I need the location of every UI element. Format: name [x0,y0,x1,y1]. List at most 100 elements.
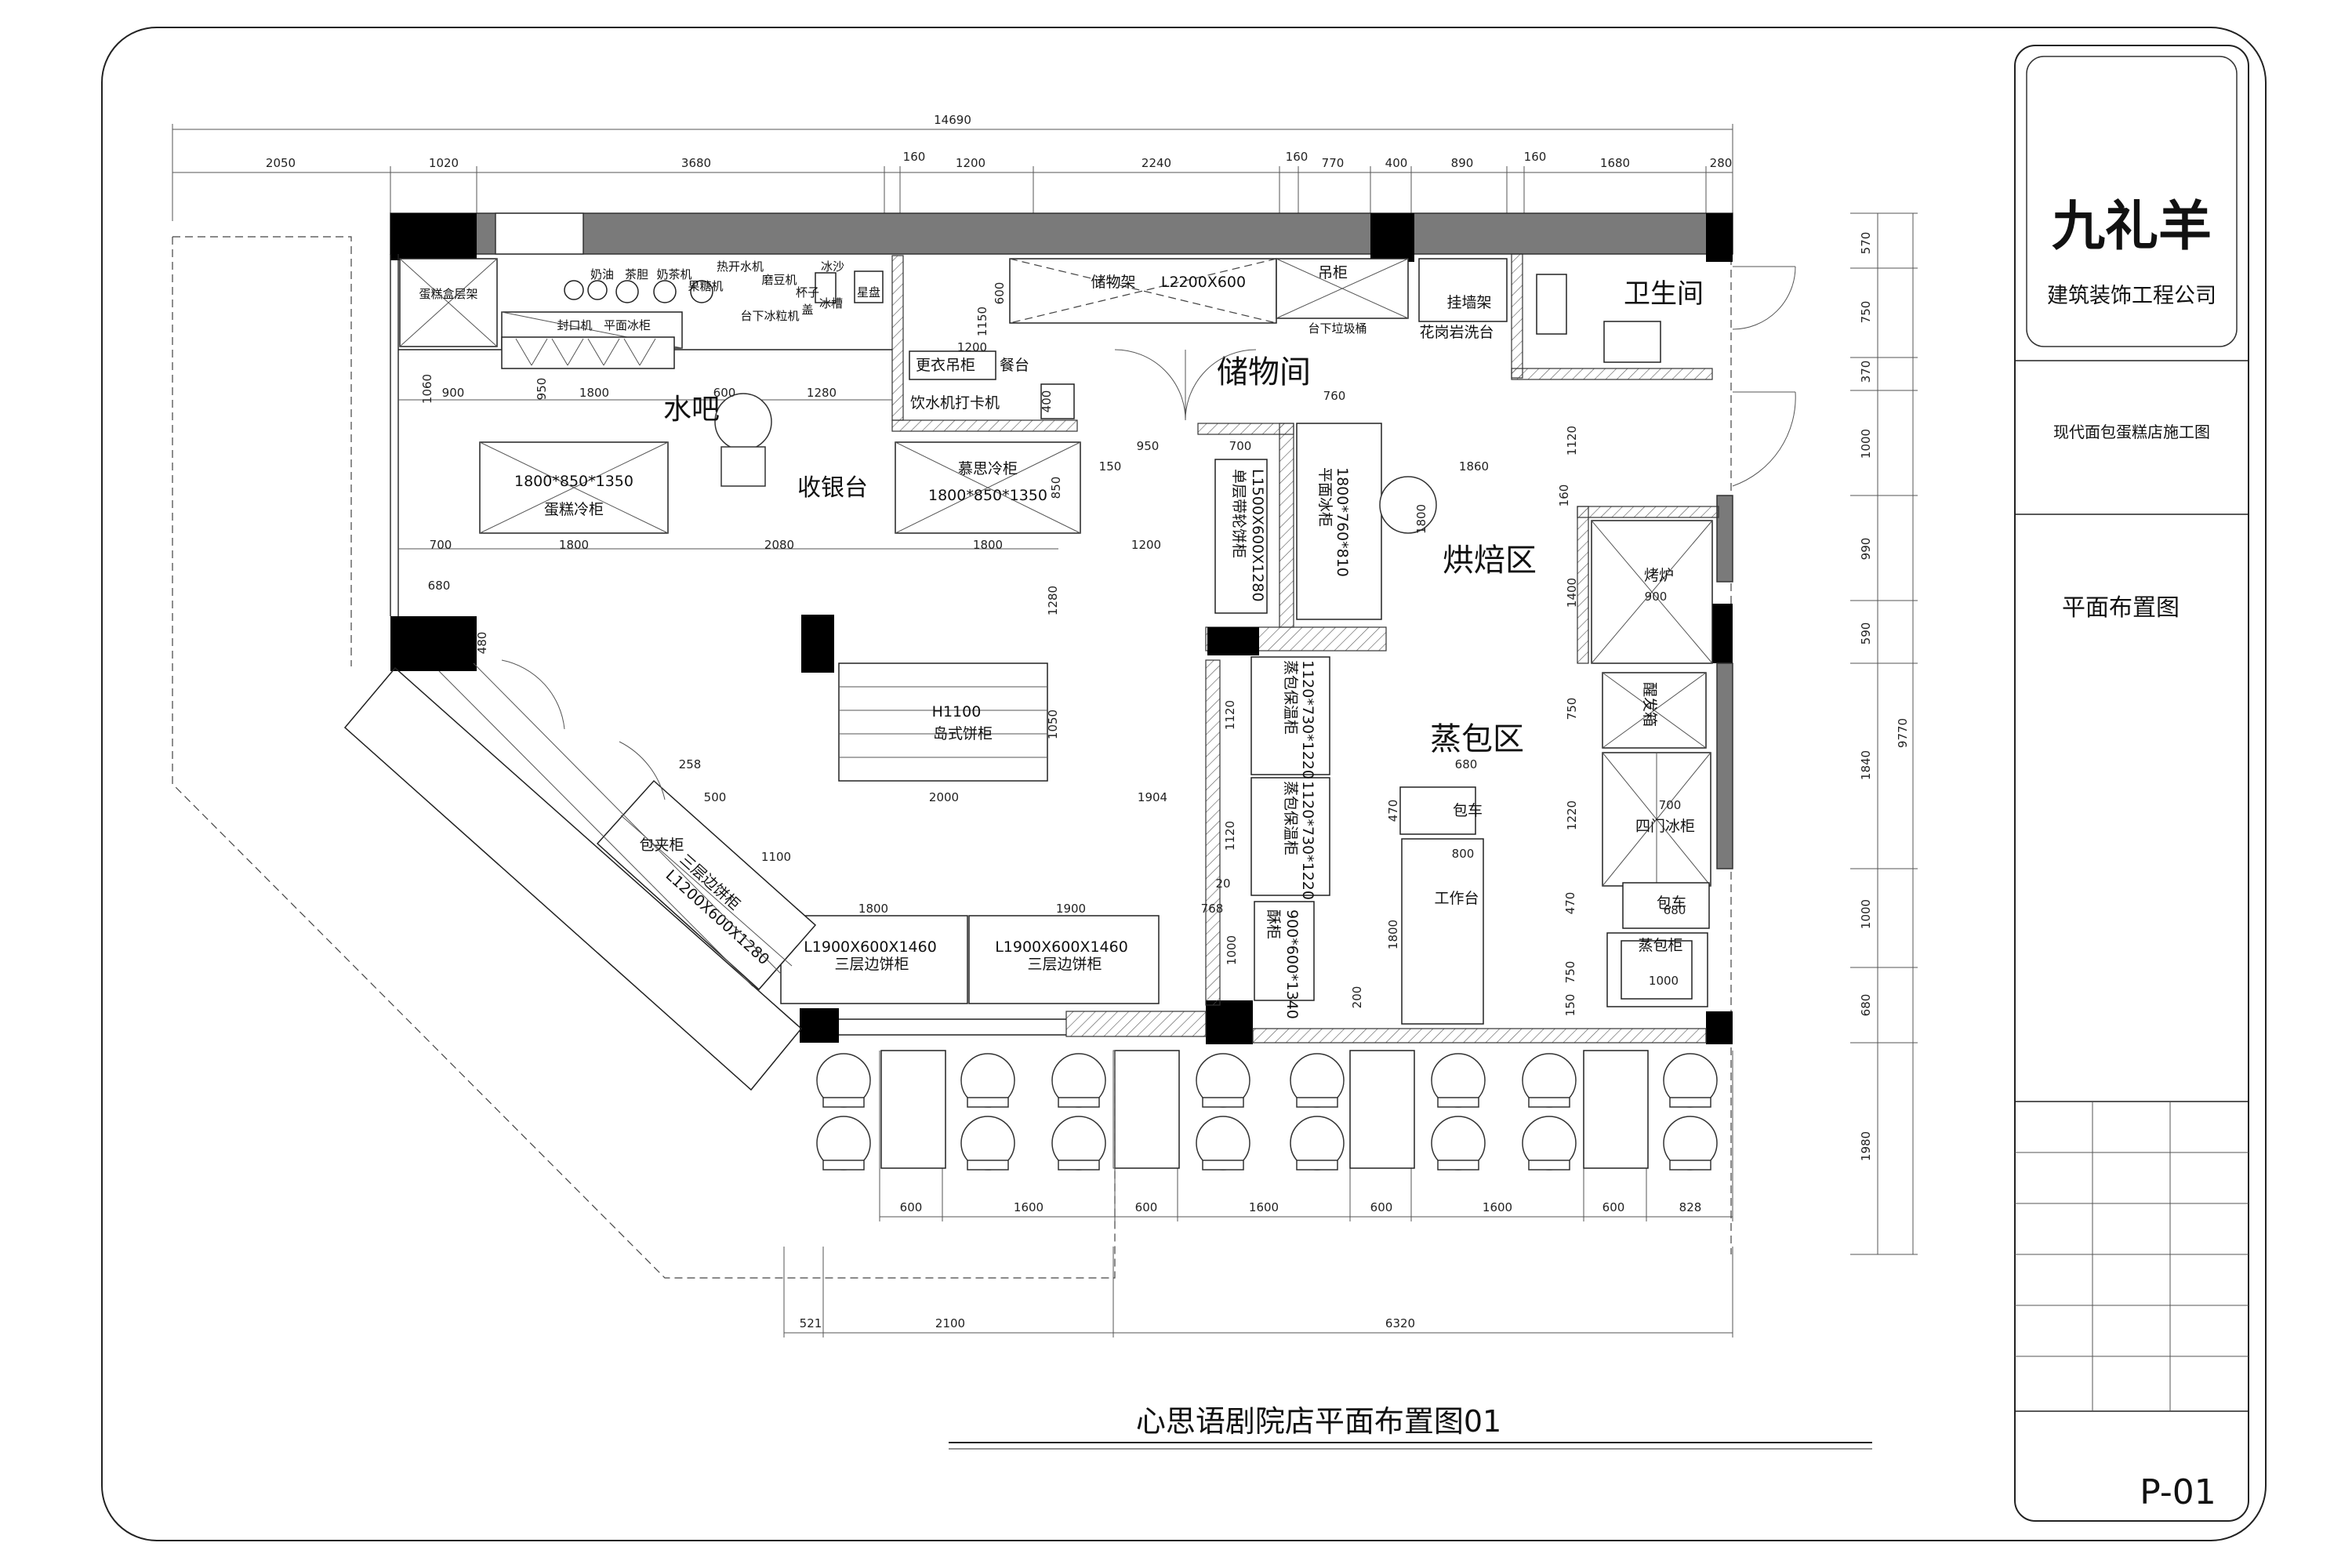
svg-text:三层边饼柜: 三层边饼柜 [834,956,909,973]
svg-text:1904: 1904 [1138,790,1167,804]
svg-text:餐台: 餐台 [1000,357,1029,374]
svg-text:蒸包保温柜: 蒸包保温柜 [1282,781,1299,855]
svg-text:950: 950 [535,378,549,401]
chair-back [1669,1097,1711,1108]
table [1583,1050,1649,1169]
svg-text:盖: 盖 [801,303,813,317]
table [880,1050,946,1169]
svg-text:平面冰柜: 平面冰柜 [604,318,651,332]
svg-text:花岗岩洗台: 花岗岩洗台 [1419,324,1494,341]
chair-back [967,1097,1009,1108]
svg-text:H1100: H1100 [932,703,982,720]
svg-text:370: 370 [1859,361,1873,383]
svg-text:储物架: 储物架 [1091,274,1135,291]
svg-text:150: 150 [1563,994,1577,1017]
svg-text:热开水机: 热开水机 [717,260,764,274]
svg-text:1680: 1680 [1600,156,1630,170]
svg-text:600: 600 [713,386,736,400]
svg-text:醒发箱: 醒发箱 [1641,682,1658,727]
table [1114,1050,1180,1169]
svg-text:1800: 1800 [1414,504,1428,534]
svg-text:冰沙: 冰沙 [821,260,844,274]
svg-text:奶油: 奶油 [590,267,614,281]
svg-text:470: 470 [1386,800,1400,822]
svg-text:酥柜: 酥柜 [1265,909,1282,939]
svg-text:600: 600 [900,1200,923,1214]
svg-text:2240: 2240 [1142,156,1171,170]
svg-text:1020: 1020 [429,156,459,170]
svg-text:3680: 3680 [681,156,711,170]
dimensions: 14690 2050 1020 3680 160 1200 2240 160 7… [172,113,1918,1338]
svg-text:1060: 1060 [420,374,434,404]
svg-text:2000: 2000 [929,790,959,804]
svg-text:1000: 1000 [1859,899,1873,929]
svg-text:蛋糕盒层架: 蛋糕盒层架 [419,287,477,301]
svg-text:2100: 2100 [935,1316,965,1330]
svg-text:1800*850*1350: 1800*850*1350 [928,487,1047,504]
svg-text:1900: 1900 [1056,902,1086,916]
svg-text:160: 160 [1524,150,1547,164]
table-edge [1112,1050,1116,1169]
chair-back [1202,1160,1244,1171]
sheet-border [101,27,2267,1541]
doors [501,266,1796,800]
fixtures: 蛋糕盒层架 奶油 茶胆 奶茶机 热开水机 果糖机 磨豆机 冰沙 杯子 盖 冰槽 … [343,258,1713,1091]
svg-text:储物间: 储物间 [1217,354,1311,390]
chair-back [1669,1160,1711,1171]
sheet-number: P-01 [2140,1472,2216,1512]
chair-back [822,1160,865,1171]
chair-back [1058,1097,1100,1108]
svg-text:慕思冷柜: 慕思冷柜 [958,460,1018,477]
svg-text:760: 760 [1323,389,1346,403]
svg-text:1840: 1840 [1859,750,1873,780]
svg-text:饮水机打卡机: 饮水机打卡机 [910,394,1000,412]
svg-text:1000: 1000 [1859,429,1873,459]
svg-text:900: 900 [1645,590,1668,604]
svg-text:更衣吊柜: 更衣吊柜 [916,357,975,374]
svg-text:680: 680 [1455,757,1478,771]
svg-text:890: 890 [1451,156,1474,170]
chair-back [1528,1160,1570,1171]
svg-text:828: 828 [1679,1200,1702,1214]
svg-text:1220: 1220 [1565,800,1579,830]
svg-text:500: 500 [704,790,727,804]
svg-text:1800: 1800 [973,538,1003,552]
chair-back [1437,1097,1479,1108]
svg-text:20: 20 [1215,877,1230,891]
svg-text:1400: 1400 [1565,578,1579,608]
svg-text:521: 521 [800,1316,822,1330]
chair-back [1296,1097,1338,1108]
company-logo: 九礼羊 [2052,196,2212,258]
svg-text:400: 400 [1040,390,1054,413]
svg-text:900*600*1340: 900*600*1340 [1283,909,1301,1019]
svg-text:1600: 1600 [1483,1200,1512,1214]
svg-text:1980: 1980 [1859,1131,1873,1161]
svg-text:L1500X600X1280: L1500X600X1280 [1249,469,1266,602]
logo-frame [2026,56,2238,347]
svg-text:600: 600 [1602,1200,1625,1214]
project-name: 现代面包蛋糕店施工图 [2053,423,2210,441]
drawing-title-group: 心思语剧院店平面布置图01 [949,1404,1872,1450]
svg-text:奶茶机: 奶茶机 [656,267,691,281]
svg-text:680: 680 [1859,994,1873,1017]
svg-text:杯子: 杯子 [796,285,819,299]
svg-text:1200: 1200 [957,340,987,354]
svg-text:1120*730*1220: 1120*730*1220 [1299,781,1316,900]
svg-text:6320: 6320 [1385,1316,1415,1330]
svg-text:680: 680 [428,579,451,593]
svg-text:1280: 1280 [1046,586,1060,615]
svg-text:700: 700 [1229,439,1252,453]
svg-text:1800*850*1350: 1800*850*1350 [514,473,633,490]
svg-text:200: 200 [1350,986,1364,1009]
svg-text:蒸包柜: 蒸包柜 [1638,937,1682,954]
svg-text:700: 700 [430,538,452,552]
svg-text:800: 800 [1452,847,1475,861]
drawing-name: 平面布置图 [2062,594,2180,622]
svg-text:1200: 1200 [956,156,985,170]
svg-text:岛式饼柜: 岛式饼柜 [933,725,993,742]
svg-text:150: 150 [1099,459,1122,474]
svg-text:收银台: 收银台 [797,474,868,502]
svg-text:L2200X600: L2200X600 [1161,274,1246,291]
svg-text:14690: 14690 [934,113,971,127]
svg-text:1600: 1600 [1249,1200,1279,1214]
